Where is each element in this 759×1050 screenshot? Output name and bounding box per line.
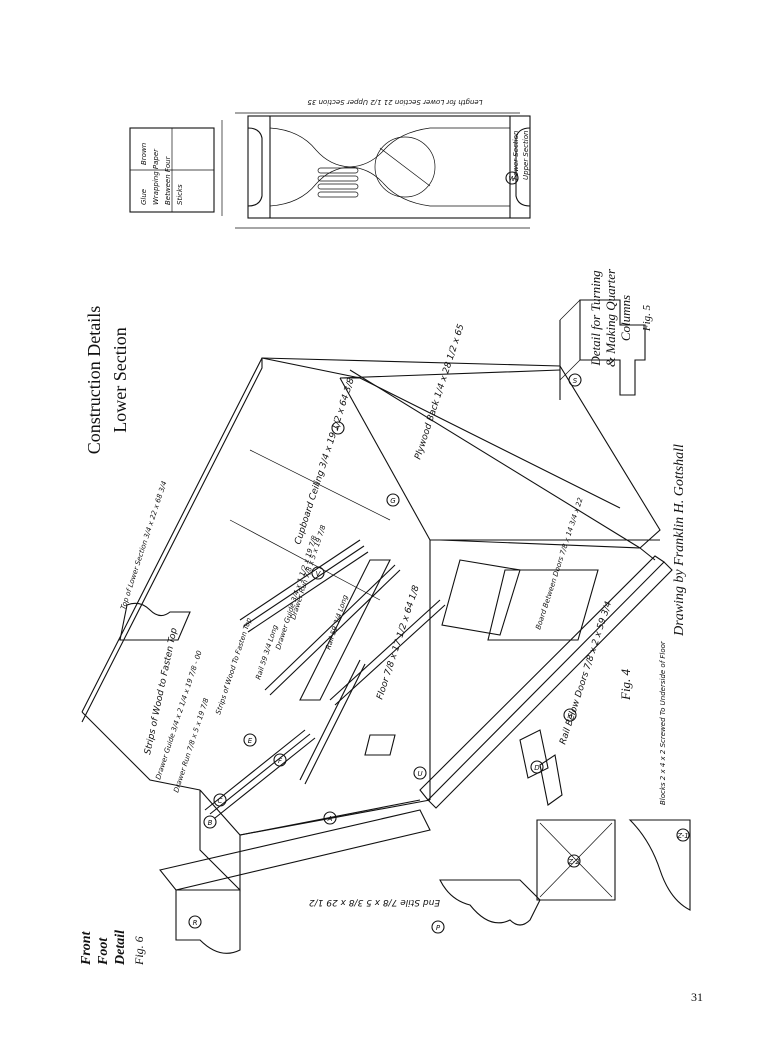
fig6-caption-2: Foot xyxy=(96,937,111,966)
svg-text:U: U xyxy=(417,770,422,778)
fig6-caption-3: Detail xyxy=(113,930,128,966)
marker-T: T xyxy=(331,421,345,435)
label-blocks: Blocks 2 x 4 x 2 Screwed To Underside of… xyxy=(659,640,667,805)
label-rail-long: Rail 59 3/4 Long xyxy=(254,623,279,680)
marker-R: R xyxy=(188,915,202,929)
label-rail-below-doors: Rail Below Doors 7/8 x 2 x 59 3/4 xyxy=(558,600,614,746)
fig6-caption: Front Foot Detail Fig. 6 xyxy=(79,930,146,966)
svg-text:T: T xyxy=(336,425,341,433)
marker-D: D xyxy=(530,760,544,774)
marker-Z2: Z-2 xyxy=(567,854,581,868)
drawer-runs xyxy=(204,539,446,819)
fig5-caption: Detail for Turning & Making Quarter Colu… xyxy=(588,268,653,367)
svg-text:R: R xyxy=(193,919,198,927)
svg-text:A: A xyxy=(327,815,333,823)
foot-square-detail xyxy=(536,819,691,911)
marker-C: C xyxy=(213,793,227,807)
svg-text:E: E xyxy=(248,737,253,745)
svg-text:S: S xyxy=(573,377,578,385)
glue-text-5: Sticks xyxy=(176,184,184,205)
svg-text:H: H xyxy=(567,712,573,720)
fig5-caption-2: & Making Quarter xyxy=(603,268,618,367)
label-end-stile: End Stile 7/8 x 5 3/8 x 29 1/2 xyxy=(309,897,440,907)
marker-E: E xyxy=(243,733,257,747)
glue-text-1: Glue xyxy=(140,189,148,205)
fig6-caption-1: Front xyxy=(79,930,94,966)
svg-text:V: V xyxy=(316,570,322,578)
fig4-cabinet xyxy=(81,357,673,892)
drawing-credit: Drawing by Franklin H. Gottshall xyxy=(672,444,687,637)
title-block: Construction Details Lower Section xyxy=(84,306,130,454)
svg-text:C: C xyxy=(218,797,223,805)
marker-B: B xyxy=(203,815,217,829)
label-plywood-back: Plywood Back 1/4 x 28 1/2 x 65 xyxy=(413,323,466,461)
fig5-number: Fig. 5 xyxy=(641,304,653,332)
marker-Z1: Z-1 xyxy=(676,828,690,842)
svg-text:G: G xyxy=(390,497,396,505)
marker-W: W xyxy=(505,171,519,185)
title-line2: Lower Section xyxy=(110,327,130,432)
label-cupboard-ceiling: Cupboard Ceiling 3/4 x 19 1/2 x 64 3/8 xyxy=(293,377,357,546)
label-strips-wood-top: Strips of Wood To Fasten Top xyxy=(214,616,253,715)
marker-F: F xyxy=(273,753,287,767)
svg-text:Z-2: Z-2 xyxy=(567,858,580,866)
page-number: 31 xyxy=(691,990,703,1004)
svg-text:D: D xyxy=(534,764,540,772)
label-board-between-doors: Board Between Doors 7/8 x 14 3/4 x 22 xyxy=(534,496,584,630)
svg-text:P: P xyxy=(436,924,441,932)
marker-A: A xyxy=(323,811,337,825)
svg-text:F: F xyxy=(278,757,283,765)
front-foot-detail xyxy=(175,879,541,954)
marker-G: G xyxy=(386,493,400,507)
glue-text-4: Between Four xyxy=(164,155,172,205)
fig5-lower-section: Lower Section xyxy=(512,131,520,180)
svg-text:Z-1: Z-1 xyxy=(676,832,688,840)
marker-P: P xyxy=(431,920,445,934)
svg-text:B: B xyxy=(208,819,213,827)
credit-block: Drawing by Franklin H. Gottshall xyxy=(672,444,687,637)
corner-post-detail xyxy=(559,299,646,400)
fig4-number: Fig. 4 xyxy=(618,668,633,701)
fig6-number: Fig. 6 xyxy=(132,936,146,966)
glue-text-3: Wrapping Paper xyxy=(152,148,160,205)
marker-V: V xyxy=(311,566,325,580)
glue-text-2: Brown xyxy=(140,143,148,165)
fig5-column-detail: Length for Lower Section 21 1/2 Upper Se… xyxy=(129,98,531,229)
marker-H: H xyxy=(563,708,577,722)
title-line1: Construction Details xyxy=(84,306,104,454)
label-floor: Floor 7/8 x 17 1/2 x 64 1/8 xyxy=(375,584,421,701)
marker-S: S xyxy=(568,373,582,387)
fig5-upper-section: Upper Section xyxy=(522,131,530,180)
marker-U: U xyxy=(413,766,427,780)
fig5-caption-1: Detail for Turning xyxy=(588,270,603,367)
fig5-caption-3: Columns xyxy=(618,295,633,341)
fig5-length-label: Length for Lower Section 21 1/2 Upper Se… xyxy=(307,98,483,106)
svg-text:W: W xyxy=(509,175,517,183)
